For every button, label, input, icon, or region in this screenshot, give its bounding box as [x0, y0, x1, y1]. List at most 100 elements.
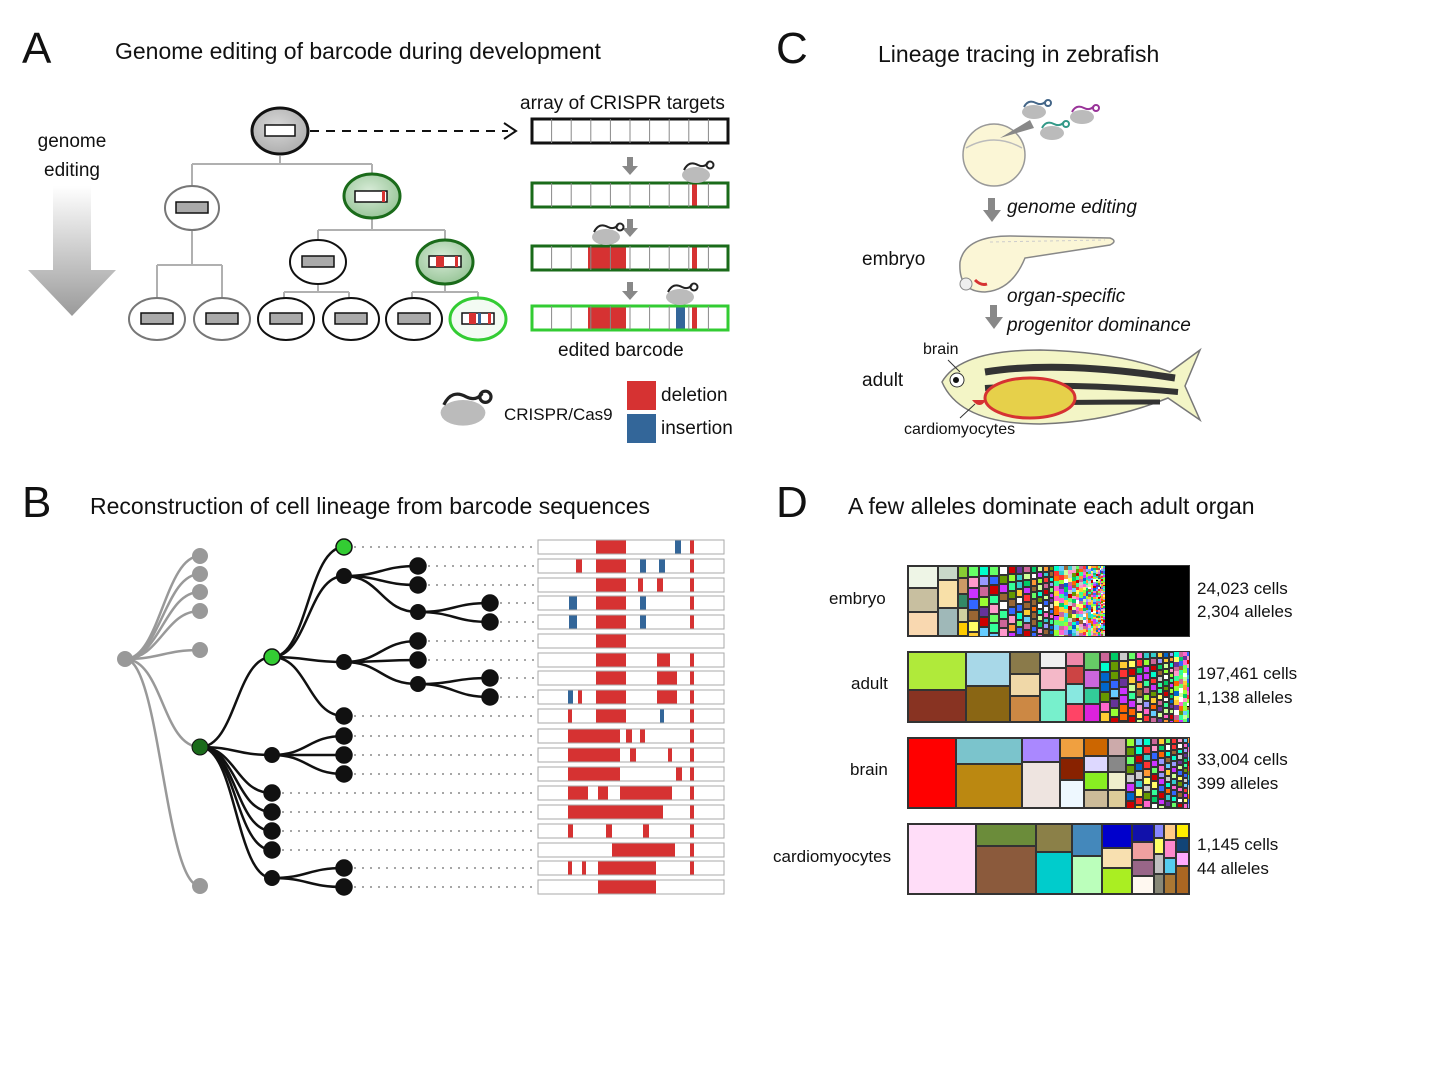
allele-treemap	[907, 565, 1190, 637]
genome-editing-arrow	[28, 186, 116, 316]
barcode-sequence-row	[537, 670, 725, 686]
leaf-node	[335, 765, 353, 783]
internal-node	[336, 568, 352, 584]
panel-b-title: Reconstruction of cell lineage from barc…	[90, 493, 650, 519]
cas9-icon	[440, 389, 493, 426]
treemap-label-brain: brain	[850, 760, 888, 779]
panel-a-title: Genome editing of barcode during develop…	[115, 38, 601, 64]
panel-d-letter: D	[776, 478, 808, 527]
genome-editing-label-1: genome	[37, 131, 107, 152]
zebrafish-step-arrows	[983, 198, 1003, 329]
leaf-node	[263, 822, 281, 840]
panel-c-letter: C	[776, 24, 808, 73]
leaf-node	[335, 859, 353, 877]
panel-d-title: A few alleles dominate each adult organ	[848, 493, 1255, 519]
cas9-icon	[682, 160, 715, 183]
adult-cells: 197,461 cells	[1197, 664, 1298, 683]
leaf-node	[481, 594, 499, 612]
cas9-icon	[666, 282, 699, 305]
adult-fish-drawing	[941, 347, 1202, 425]
leaf-node	[263, 784, 281, 802]
leaf-node	[481, 613, 499, 631]
leaf-node	[335, 727, 353, 745]
barcode-sequence-row	[537, 860, 725, 876]
embryo-alleles: 2,304 alleles	[1197, 602, 1293, 621]
barcode-sequence-row	[537, 728, 725, 744]
brain-alleles: 399 alleles	[1197, 774, 1279, 793]
barcode-sequence-row	[537, 633, 725, 649]
deletion-swatch	[627, 381, 656, 410]
internal-node-dark-green	[191, 738, 209, 756]
leaf-node	[335, 538, 353, 556]
step-progenitor-dominance: progenitor dominance	[1007, 315, 1191, 336]
cas9-legend-label: CRISPR/Cas9	[504, 405, 613, 424]
treemap-label-embryo: embryo	[829, 589, 886, 608]
barcode-sequence-row	[537, 708, 725, 724]
barcode-sequence-row	[537, 766, 725, 782]
internal-node	[410, 604, 426, 620]
array-arrows	[622, 157, 638, 300]
adult-label: adult	[862, 370, 904, 391]
leaf-node	[335, 707, 353, 725]
cas9-icon	[592, 222, 625, 245]
barcode-sequence-row	[537, 823, 725, 839]
allele-treemap	[907, 823, 1190, 895]
barcode-sequence-row	[537, 558, 725, 574]
barcode-array-3	[530, 304, 730, 332]
grey-leaf-node	[192, 603, 208, 619]
internal-node	[336, 654, 352, 670]
cardiomyocytes-label: cardiomyocytes	[904, 421, 1016, 438]
brain-label: brain	[923, 341, 959, 358]
leaf-node	[263, 841, 281, 859]
edited-barcode-label: edited barcode	[558, 340, 684, 361]
barcode-sequence-row	[537, 539, 725, 555]
adult-alleles: 1,138 alleles	[1197, 688, 1293, 707]
root-node	[117, 651, 133, 667]
cell-tree	[128, 106, 508, 342]
array-label: array of CRISPR targets	[520, 93, 725, 114]
internal-node-green	[263, 648, 281, 666]
brain-cells: 33,004 cells	[1197, 750, 1288, 769]
treemap-label-adult: adult	[851, 674, 888, 693]
grey-leaf-node	[192, 566, 208, 582]
barcode-sequence-row	[537, 785, 725, 801]
leaf-node	[335, 746, 353, 764]
leaf-node	[409, 651, 427, 669]
barcode-arrays	[530, 117, 730, 332]
internal-node	[264, 870, 280, 886]
leaf-node	[481, 669, 499, 687]
leaf-node	[481, 688, 499, 706]
grey-leaf-node	[192, 548, 208, 564]
deletion-legend-label: deletion	[661, 385, 728, 406]
leaf-node	[263, 803, 281, 821]
zebrafish-egg	[962, 120, 1034, 187]
cardio-cells: 1,145 cells	[1197, 835, 1279, 854]
barcode-array-2	[530, 244, 730, 272]
grey-leaf-node	[192, 584, 208, 600]
genome-editing-label-2: editing	[44, 160, 100, 181]
grey-leaf-node	[192, 878, 208, 894]
embryo-label: embryo	[862, 249, 926, 270]
allele-treemap	[907, 651, 1190, 723]
panel-b-letter: B	[22, 478, 52, 527]
internal-node	[410, 676, 426, 692]
barcode-sequence-row	[537, 595, 725, 611]
leaf-node	[335, 878, 353, 896]
insertion-legend-label: insertion	[661, 418, 733, 439]
panel-c-title: Lineage tracing in zebrafish	[878, 41, 1160, 67]
embryo-cells: 24,023 cells	[1197, 579, 1288, 598]
step-genome-editing: genome editing	[1007, 197, 1137, 218]
allele-treemap	[907, 737, 1190, 809]
barcode-sequence-row	[537, 842, 725, 858]
leaf-node	[409, 576, 427, 594]
leaf-node	[409, 557, 427, 575]
barcode-sequence-row	[537, 747, 725, 763]
panel-a-letter: A	[22, 24, 52, 73]
barcode-sequence-row	[537, 689, 725, 705]
insertion-swatch	[627, 414, 656, 443]
barcode-array-1	[530, 181, 730, 209]
